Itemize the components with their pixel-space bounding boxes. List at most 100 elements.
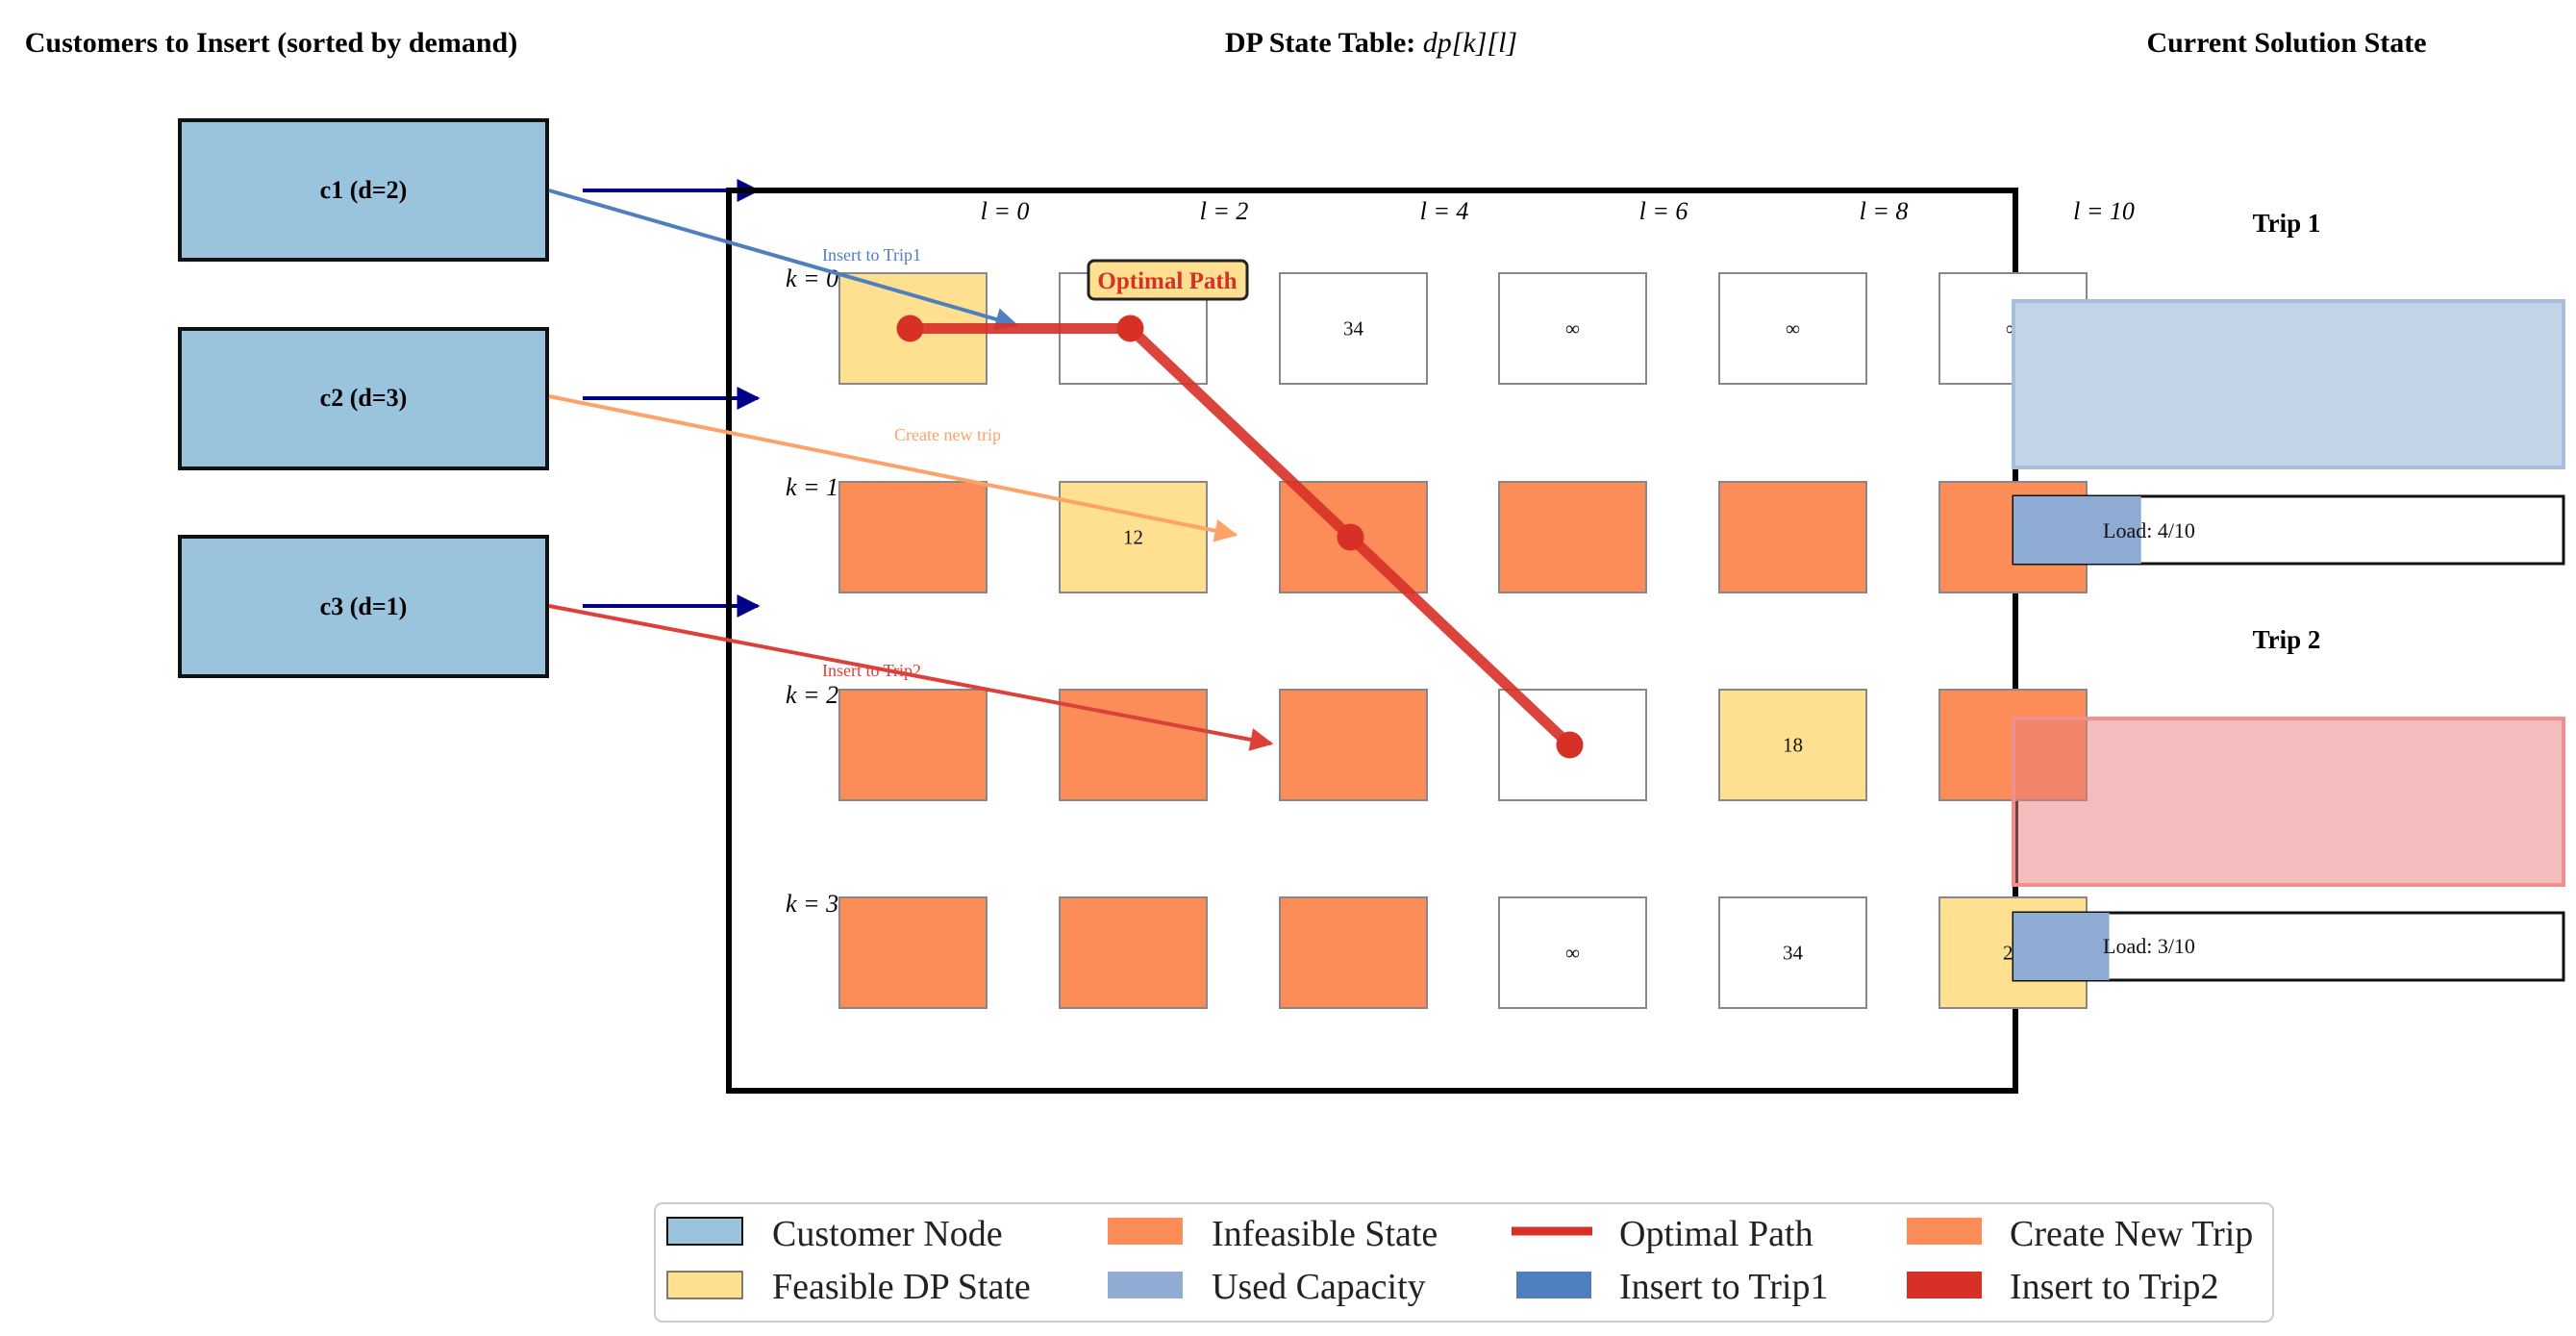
dp-cell: 18 [1718, 689, 1867, 801]
legend-swatch-feasible-dp-state [666, 1271, 743, 1299]
legend-frame [654, 1202, 2274, 1323]
row-header: k = 1 [786, 473, 838, 501]
customer-node-c1-box [178, 118, 549, 262]
dp-cell-value: ∞ [1786, 317, 1800, 340]
row-header: k = 2 [786, 681, 838, 709]
dp-cell-box [1279, 689, 1428, 801]
column-header: l = 10 [2073, 197, 2135, 225]
legend: Customer Node Infeasible State Optimal P… [654, 1202, 2274, 1323]
legend-swatch-create-new-trip [1907, 1218, 1982, 1245]
optimal-path-label-box [1087, 259, 1249, 301]
dp-cell-box [1718, 896, 1867, 1009]
column-header: l = 2 [1200, 197, 1249, 225]
trip-2-route-box [2012, 717, 2565, 887]
column-header: l = 4 [1420, 197, 1469, 225]
dp-cell-value: 34 [1783, 942, 1804, 965]
trip-1-title: Trip 1 [2253, 209, 2321, 238]
dp-cell-box [1498, 896, 1647, 1009]
trip-1-route-box [2012, 299, 2565, 469]
customer-node-c1[interactable]: c1 (d=2) [178, 118, 549, 262]
customer-node-c2-label: c2 (d=3) [320, 384, 408, 412]
legend-label-customer-node: Customer Node [772, 1214, 1003, 1254]
row-headers: k = 0 k = 1 k = 2 k = 3 [786, 265, 838, 918]
dp-cell: 34 [1718, 896, 1867, 1009]
legend-swatch-insert-to-trip1 [1516, 1272, 1591, 1298]
customer-node-c3-label: c3 (d=1) [320, 592, 408, 620]
dp-cell-value: ∞ [1565, 317, 1580, 340]
row-header: k = 3 [786, 890, 838, 918]
dp-cell-value: 34 [1343, 317, 1364, 340]
trip-2-panel: Trip 2 Load: 3/10 [2012, 625, 2565, 982]
dp-cell-value: 18 [1783, 734, 1803, 757]
dp-cell-box [838, 481, 988, 593]
legend-label-create-new-trip: Create New Trip [2010, 1214, 2253, 1254]
dp-cell: ∞ [1498, 272, 1647, 385]
center-title-prefix: DP State Table: [1225, 27, 1423, 59]
right-panel-title: Current Solution State [2146, 27, 2426, 59]
optimal-path-label: Optimal Path [1087, 259, 1249, 301]
legend-label-insert-to-trip1: Insert to Trip1 [1619, 1267, 1828, 1307]
dp-cell-box [1279, 896, 1428, 1009]
dp-cell [1279, 896, 1428, 1009]
insert-trip2-annotation: Insert to Trip2 [822, 661, 921, 680]
dp-cell-box [1059, 481, 1208, 593]
dp-cell: ∞ [1498, 896, 1647, 1009]
dp-cell-value: 12 [1123, 526, 1143, 549]
create-trip-annotation: Create new trip [894, 425, 1001, 444]
insert-trip1-arrow [548, 189, 1019, 331]
optimal-path-label-text: Optimal Path [1097, 268, 1237, 294]
dp-cell: ∞ [1718, 272, 1867, 385]
legend-swatch-infeasible-state [1108, 1218, 1183, 1245]
customer-node-c3[interactable]: c3 (d=1) [178, 535, 549, 678]
optimal-path-line [905, 323, 1575, 750]
optimal-path-node [896, 315, 924, 342]
trip-1-load-fill [2013, 496, 2141, 564]
legend-label-infeasible-state: Infeasible State [1212, 1214, 1438, 1254]
optimal-path-node [1337, 523, 1364, 551]
dp-cell-box [1718, 272, 1867, 385]
optimal-path-node [1556, 731, 1584, 759]
legend-label-feasible-dp-state: Feasible DP State [772, 1267, 1031, 1307]
customer-node-c1-label: c1 (d=2) [320, 176, 408, 204]
dp-cell-box [1718, 481, 1867, 593]
row-header: k = 0 [786, 265, 838, 292]
optimal-path [896, 315, 1584, 759]
dp-cell-box [838, 689, 988, 801]
left-panel-title: Customers to Insert (sorted by demand) [25, 27, 517, 59]
legend-label-insert-to-trip2: Insert to Trip2 [2010, 1267, 2218, 1307]
dp-cell [1279, 689, 1428, 801]
legend-label-used-capacity: Used Capacity [1212, 1267, 1426, 1307]
dp-cell [1059, 896, 1208, 1009]
legend-label-optimal-path: Optimal Path [1619, 1214, 1813, 1254]
optimal-path-node [1116, 315, 1144, 342]
legend-swatch-insert-to-trip2 [1907, 1272, 1982, 1298]
customer-node-c2[interactable]: c2 (d=3) [178, 327, 549, 470]
trip-1-load-label: Load: 4/10 [2103, 518, 2195, 542]
legend-swatch-customer-node [666, 1217, 743, 1246]
dp-cell: 34 [1279, 272, 1428, 385]
dp-cell-box [1498, 272, 1647, 385]
trip-2-title: Trip 2 [2253, 625, 2321, 654]
column-header: l = 0 [981, 197, 1030, 225]
trip-2-load-label: Load: 3/10 [2103, 934, 2195, 958]
column-header: l = 8 [1860, 197, 1909, 225]
dp-cell-box [838, 896, 988, 1009]
trip-2-load-fill [2013, 913, 2110, 980]
dp-cell: 12 [1059, 481, 1208, 593]
dp-cell-box [1718, 689, 1867, 801]
trip-1-panel: Trip 1 Load: 4/10 [2012, 209, 2565, 566]
dp-cell-value: ∞ [1565, 942, 1580, 965]
dp-cell [838, 689, 988, 801]
customer-node-c3-box [178, 535, 549, 678]
dp-cell [838, 896, 988, 1009]
legend-swatch-used-capacity [1108, 1272, 1183, 1298]
dp-cell [838, 481, 988, 593]
column-header: l = 6 [1639, 197, 1688, 225]
create-trip-arrow [548, 394, 1238, 542]
insert-trip1-annotation: Insert to Trip1 [822, 245, 921, 265]
center-title-math: dp[k][l] [1423, 27, 1517, 59]
dp-cell [1718, 481, 1867, 593]
dp-cell-box [1059, 896, 1208, 1009]
dp-cell [1498, 481, 1647, 593]
